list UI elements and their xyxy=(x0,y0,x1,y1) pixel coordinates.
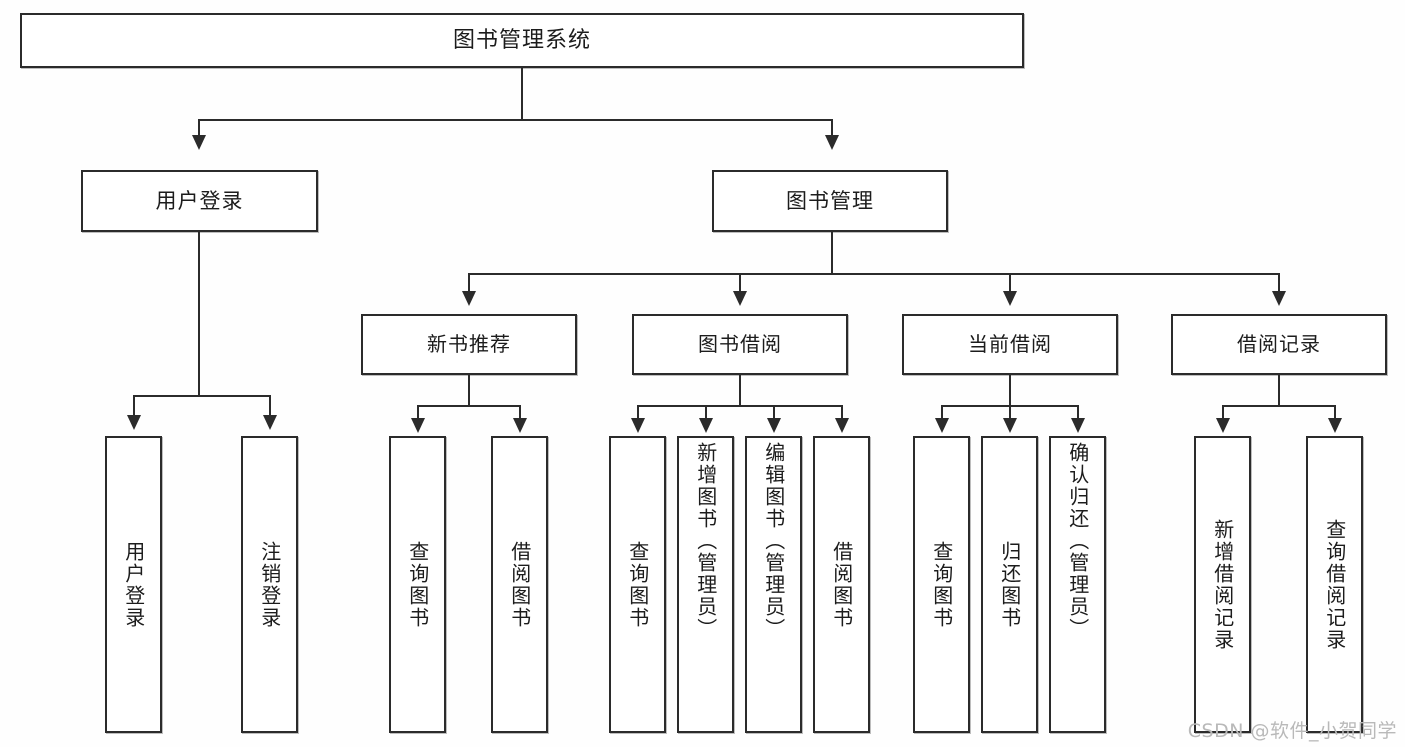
leaf-query-books-current[interactable]: 查询图书 xyxy=(913,436,970,733)
leaf-logout[interactable]: 注销登录 xyxy=(241,436,298,733)
leaf-add-book-admin[interactable]: 新增图书（管理员） xyxy=(677,436,734,733)
node-book-borrow[interactable]: 图书借阅 xyxy=(632,314,848,375)
connector-book-borrow-stem xyxy=(739,375,741,406)
connector-user-login-right xyxy=(269,395,271,417)
node-label: 查询图书 xyxy=(625,540,650,629)
node-label: 借阅图书 xyxy=(507,540,532,629)
connector-borrow-record-stem xyxy=(1278,375,1280,406)
node-label: 当前借阅 xyxy=(968,332,1052,356)
arrow-down-icon xyxy=(699,418,713,433)
node-label: 借阅图书 xyxy=(829,540,854,629)
connector-new-book-stem xyxy=(468,375,470,406)
connector-root-stem xyxy=(521,68,523,120)
node-label: 新书推荐 xyxy=(427,332,511,356)
connector-current-borrow-c1 xyxy=(941,405,943,419)
arrow-down-icon xyxy=(263,415,277,430)
connector-book-borrow-c4 xyxy=(841,405,843,419)
connector-current-borrow-c2 xyxy=(1009,405,1011,419)
connector-book-mgmt-bar xyxy=(468,273,1280,275)
leaf-add-borrow-record[interactable]: 新增借阅记录 xyxy=(1194,436,1251,733)
leaf-query-books-borrow[interactable]: 查询图书 xyxy=(609,436,666,733)
node-root-library-system[interactable]: 图书管理系统 xyxy=(20,13,1024,68)
node-label: 编辑图书（管理员） xyxy=(761,442,786,640)
node-label: 查询图书 xyxy=(405,540,430,629)
leaf-user-login[interactable]: 用户登录 xyxy=(105,436,162,733)
connector-root-bar xyxy=(198,119,833,121)
connector-book-mgmt-stem xyxy=(831,232,833,274)
connector-to-borrow-record xyxy=(1278,273,1280,293)
arrow-down-icon xyxy=(1216,418,1230,433)
node-label: 注销登录 xyxy=(257,540,282,629)
node-book-management[interactable]: 图书管理 xyxy=(712,170,948,232)
arrow-down-icon xyxy=(835,418,849,433)
leaf-return-books[interactable]: 归还图书 xyxy=(981,436,1038,733)
node-label: 图书管理 xyxy=(786,188,874,213)
node-borrow-record[interactable]: 借阅记录 xyxy=(1171,314,1387,375)
connector-user-login-left xyxy=(133,395,135,417)
node-new-book-recommend[interactable]: 新书推荐 xyxy=(361,314,577,375)
node-label: 新增借阅记录 xyxy=(1210,518,1235,651)
arrow-down-icon xyxy=(1071,418,1085,433)
arrow-down-icon xyxy=(1272,291,1286,306)
leaf-confirm-return-admin[interactable]: 确认归还（管理员） xyxy=(1049,436,1106,733)
connector-borrow-record-c1 xyxy=(1222,405,1224,419)
arrow-down-icon xyxy=(513,418,527,433)
arrow-down-icon xyxy=(631,418,645,433)
node-label: 新增图书（管理员） xyxy=(693,442,718,640)
node-label: 查询借阅记录 xyxy=(1322,518,1347,651)
arrow-down-icon xyxy=(1328,418,1342,433)
leaf-query-books-recommend[interactable]: 查询图书 xyxy=(389,436,446,733)
node-label: 确认归还（管理员） xyxy=(1065,442,1090,640)
watermark-text: CSDN @软件_小贺同学 xyxy=(1187,720,1397,742)
node-label: 用户登录 xyxy=(155,188,244,213)
node-current-borrow[interactable]: 当前借阅 xyxy=(902,314,1118,375)
connector-book-borrow-c3 xyxy=(773,405,775,419)
node-label: 用户登录 xyxy=(121,540,146,629)
connector-book-borrow-c2 xyxy=(705,405,707,419)
connector-new-book-c1 xyxy=(417,405,419,419)
arrow-down-icon xyxy=(192,135,206,150)
connector-root-to-user-login xyxy=(198,119,200,137)
leaf-borrow-books-recommend[interactable]: 借阅图书 xyxy=(491,436,548,733)
connector-borrow-record-c2 xyxy=(1334,405,1336,419)
arrow-down-icon xyxy=(127,415,141,430)
connector-user-login-bar xyxy=(133,395,270,397)
leaf-edit-book-admin[interactable]: 编辑图书（管理员） xyxy=(745,436,802,733)
arrow-down-icon xyxy=(1003,418,1017,433)
connector-new-book-c2 xyxy=(519,405,521,419)
leaf-query-borrow-record[interactable]: 查询借阅记录 xyxy=(1306,436,1363,733)
connector-current-borrow-stem xyxy=(1009,375,1011,406)
node-label: 图书借阅 xyxy=(698,332,782,356)
connector-new-book-bar xyxy=(417,405,520,407)
connector-root-to-book-mgmt xyxy=(831,119,833,137)
arrow-down-icon xyxy=(733,291,747,306)
leaf-borrow-books[interactable]: 借阅图书 xyxy=(813,436,870,733)
node-label: 归还图书 xyxy=(997,540,1022,629)
arrow-down-icon xyxy=(411,418,425,433)
node-label: 借阅记录 xyxy=(1237,332,1321,356)
arrow-down-icon xyxy=(935,418,949,433)
node-label: 查询图书 xyxy=(929,540,954,629)
node-label: 图书管理系统 xyxy=(452,27,591,53)
arrow-down-icon xyxy=(1003,291,1017,306)
arrow-down-icon xyxy=(767,418,781,433)
connector-borrow-record-bar xyxy=(1222,405,1335,407)
arrow-down-icon xyxy=(462,291,476,306)
connector-book-borrow-c1 xyxy=(637,405,639,419)
connector-to-current-borrow xyxy=(1009,273,1011,293)
connector-current-borrow-c3 xyxy=(1077,405,1079,419)
connector-book-borrow-bar xyxy=(637,405,842,407)
arrow-down-icon xyxy=(825,135,839,150)
node-user-login[interactable]: 用户登录 xyxy=(81,170,318,232)
connector-to-book-borrow xyxy=(739,273,741,293)
connector-user-login-stem xyxy=(198,232,200,396)
connector-to-new-book xyxy=(468,273,470,293)
